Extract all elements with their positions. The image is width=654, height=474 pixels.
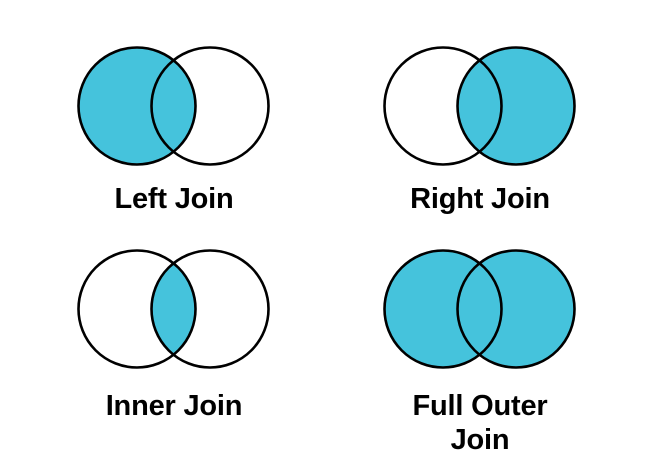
- left-circle-outline-inner-join: [77, 249, 197, 369]
- left-circle-outline-full-outer-join: [383, 249, 503, 369]
- venn-svg-full-outer-join: [383, 249, 576, 369]
- panel-full-outer-join: Full Outer Join: [350, 239, 610, 457]
- venn-figure-left-join: [44, 36, 304, 176]
- venn-figure-right-join: [350, 36, 610, 176]
- right-circle-outline-right-join: [456, 46, 576, 166]
- panel-label-left-join: Left Join: [114, 183, 234, 215]
- venn-svg-inner-join: [77, 249, 270, 369]
- venn-figure-full-outer-join: [350, 239, 610, 379]
- right-circle-outline-full-outer-join: [456, 249, 576, 369]
- venn-svg-left-join: [77, 46, 270, 166]
- right-circle-fill-right-join: [457, 47, 575, 165]
- venn-svg-right-join: [383, 46, 576, 166]
- panel-inner-join: Inner Join: [44, 239, 304, 423]
- right-circle-fill-full-outer-join: [457, 250, 575, 368]
- panel-label-full-outer-join: Full Outer Join: [412, 390, 548, 456]
- venn-figure-inner-join: [44, 239, 304, 379]
- right-circle-outline-inner-join: [150, 249, 270, 369]
- panel-left-join: Left Join: [44, 36, 304, 216]
- panel-right-join: Right Join: [350, 36, 610, 216]
- intersection-fill-inner-join: [151, 250, 196, 368]
- left-circle-outline-left-join: [77, 46, 197, 166]
- panel-label-right-join: Right Join: [410, 183, 550, 215]
- panel-label-inner-join: Inner Join: [105, 390, 243, 422]
- left-circle-fill-left-join: [78, 47, 196, 165]
- right-circle-outline-left-join: [150, 46, 270, 166]
- left-circle-outline-right-join: [383, 46, 503, 166]
